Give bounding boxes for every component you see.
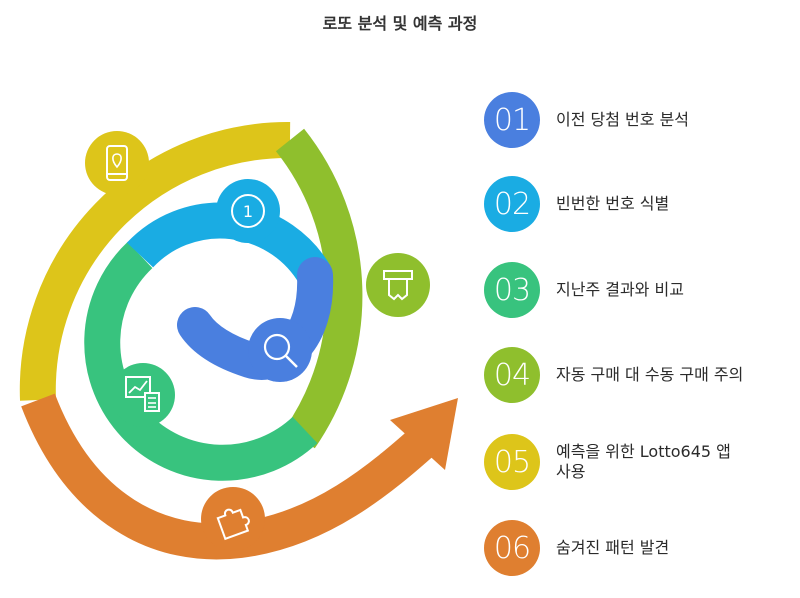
number-one-icon: 1 (216, 179, 280, 243)
puzzle-icon (201, 487, 265, 551)
step-6-label: 숨겨진 패턴 발견 (556, 538, 670, 557)
receipt-printer-icon (366, 253, 430, 317)
chart-calculator-icon (111, 363, 175, 427)
step-1: 01 이전 당첨 번호 분석 (484, 88, 784, 152)
magnifier-icon (248, 318, 312, 382)
step-1-badge: 01 (484, 92, 540, 148)
step-1-label: 이전 당첨 번호 분석 (556, 110, 690, 129)
arrow-head (390, 398, 458, 470)
step-3: 03 지난주 결과와 비교 (484, 258, 784, 322)
step-4-badge: 04 (484, 347, 540, 403)
number-one-text: 1 (243, 202, 253, 221)
spiral-segment-yellow (19, 121, 291, 401)
step-6: 06 숨겨진 패턴 발견 (484, 516, 784, 580)
step-3-label: 지난주 결과와 비교 (556, 280, 684, 299)
step-4: 04 자동 구매 대 수동 구매 주의 (484, 343, 784, 407)
page-title: 로또 분석 및 예측 과정 (322, 14, 478, 33)
step-6-badge: 06 (484, 520, 540, 576)
step-2: 02 빈번한 번호 식별 (484, 172, 784, 236)
step-5-label: 예측을 위한 Lotto645 앱 사용 (556, 442, 731, 481)
spiral-segment-olive (275, 128, 363, 449)
phone-location-icon (85, 131, 149, 195)
step-5-badge: 05 (484, 434, 540, 490)
step-3-badge: 03 (484, 262, 540, 318)
step-2-badge: 02 (484, 176, 540, 232)
step-4-label: 자동 구매 대 수동 구매 주의 (556, 365, 744, 384)
step-2-label: 빈번한 번호 식별 (556, 194, 670, 213)
step-5: 05 예측을 위한 Lotto645 앱 사용 (484, 430, 784, 494)
